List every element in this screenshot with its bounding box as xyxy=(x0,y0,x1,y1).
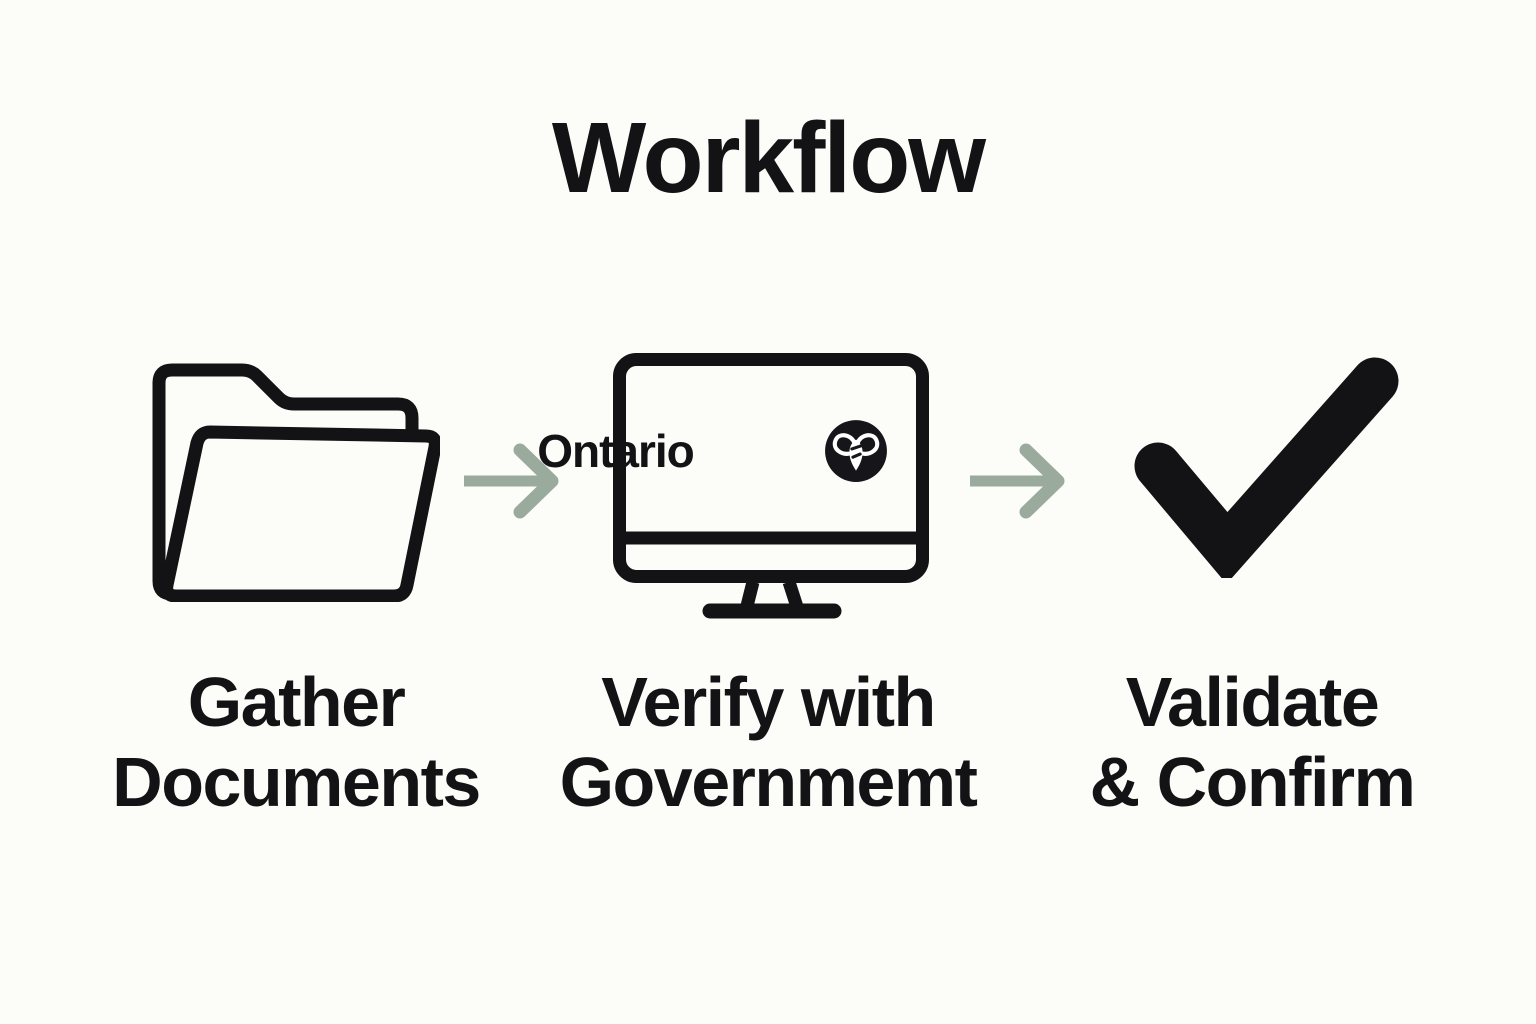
step-label-verify-with-government: Verify with Governmemt xyxy=(559,663,978,821)
monitor-screen: Ontario xyxy=(537,418,920,484)
step-label-gather-documents: Gather Documents xyxy=(112,663,481,821)
arrow-right-icon xyxy=(462,438,572,524)
monitor-icon: Ontario xyxy=(537,352,930,620)
checkmark-icon xyxy=(1128,352,1404,578)
page-title: Workflow xyxy=(551,102,986,214)
ontario-wordmark: Ontario xyxy=(537,425,695,477)
folder-icon xyxy=(146,350,440,602)
step-label-validate-confirm: Validate & Confirm xyxy=(1089,663,1416,821)
arrow-right-icon xyxy=(968,438,1078,524)
ontario-trillium-icon xyxy=(824,420,887,482)
